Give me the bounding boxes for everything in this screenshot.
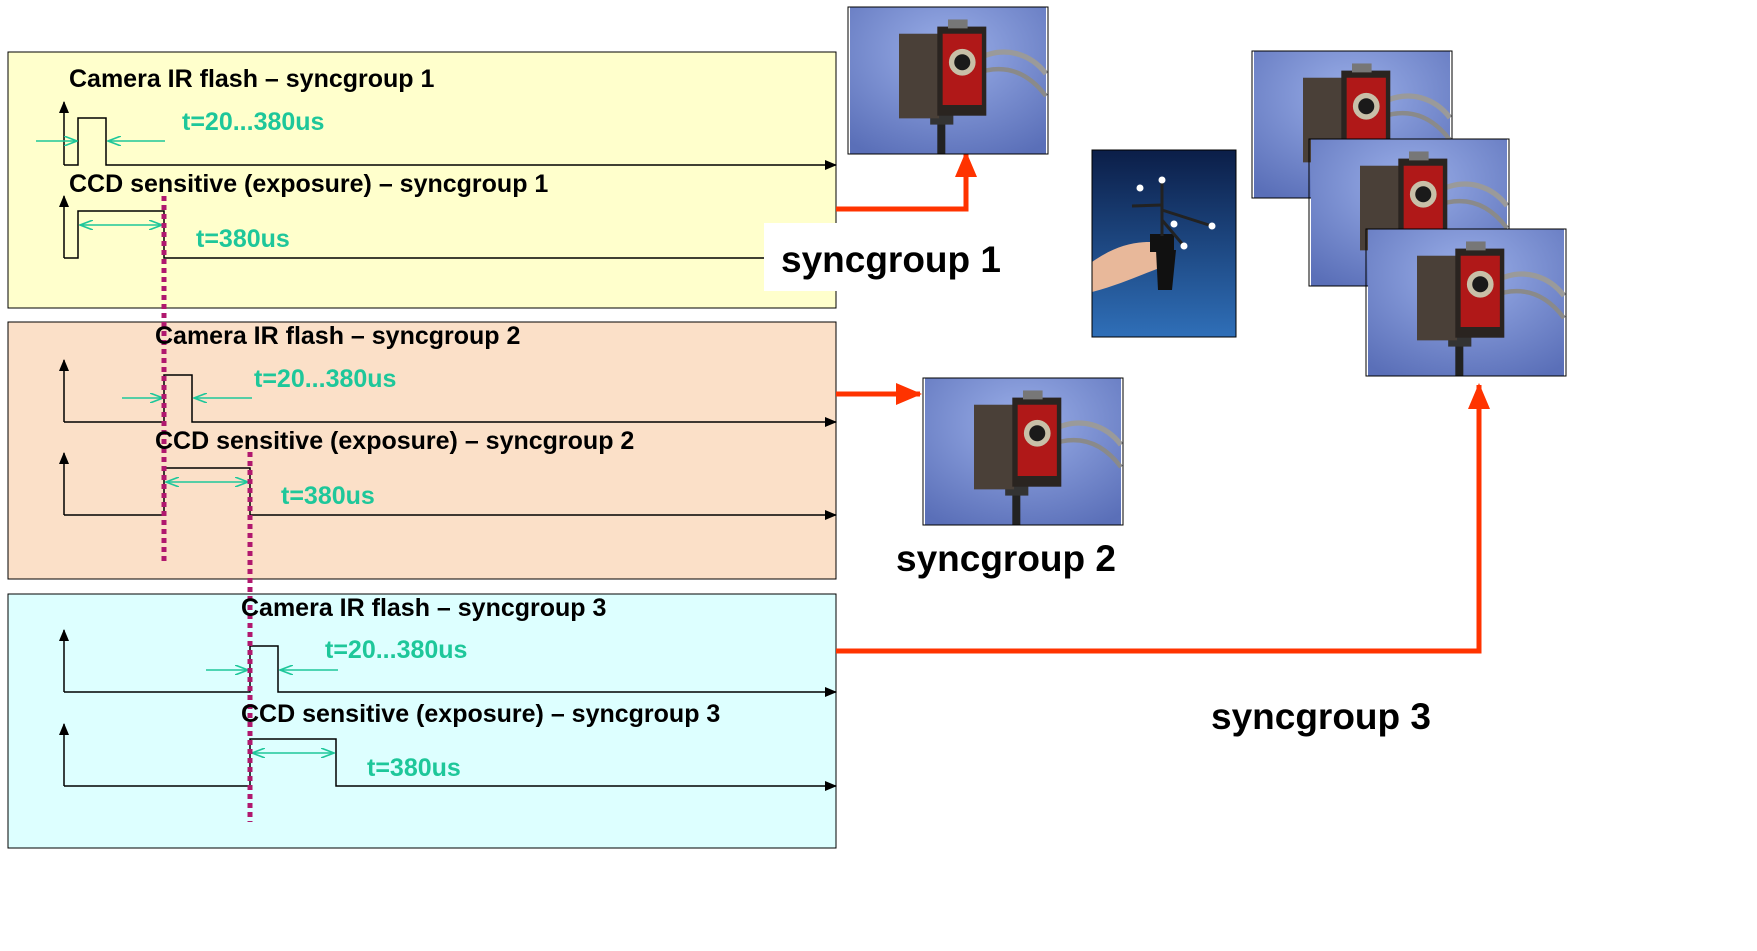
syncgroup-2-ccd-waveform — [59, 452, 837, 520]
syncgroup-3-ccd-waveform — [59, 723, 837, 791]
syncgroup-2-panel — [7, 321, 837, 580]
syncgroup-1-connector — [836, 151, 977, 212]
marker-wand-photo — [1091, 149, 1237, 338]
syncgroup-1-ccd-time: t=380us — [196, 225, 290, 253]
syncgroup-1-label: syncgroup 1 — [781, 239, 1001, 280]
syncgroup-2-flash-waveform — [59, 359, 837, 427]
syncgroup-2-flash-label: Camera IR flash – syncgroup 2 — [155, 322, 521, 350]
syncgroup-2-flash-time: t=20...380us — [254, 365, 397, 393]
syncgroup-2-label: syncgroup 2 — [896, 538, 1116, 579]
ir-camera-icon — [850, 7, 1046, 154]
syncgroup-1-ccd-waveform — [59, 195, 770, 259]
syncgroup-2-ccd-time: t=380us — [281, 482, 375, 510]
ir-camera-icon — [925, 378, 1121, 525]
syncgroup-3-connector — [836, 383, 1490, 654]
syncgroup-1-ccd-label: CCD sensitive (exposure) – syncgroup 1 — [69, 170, 549, 198]
syncgroup-2-ccd-label: CCD sensitive (exposure) – syncgroup 2 — [155, 427, 635, 455]
syncgroup-1-flash-label: Camera IR flash – syncgroup 1 — [69, 65, 435, 93]
syncgroup-3-flash-waveform — [59, 629, 837, 697]
hand-held-marker-wand-icon — [1092, 150, 1236, 337]
syncgroup-1-flash-time: t=20...380us — [182, 108, 325, 136]
syncgroup-3-flash-label: Camera IR flash – syncgroup 3 — [241, 594, 607, 622]
syncgroup-3-ccd-label: CCD sensitive (exposure) – syncgroup 3 — [241, 700, 721, 728]
syncgroup-2-camera-photo — [922, 377, 1124, 526]
syncgroup-3-ccd-time: t=380us — [367, 754, 461, 782]
syncgroup-1-panel — [7, 51, 837, 309]
syncgroup-1-camera-photo — [847, 6, 1049, 155]
syncgroup-3-camera-photo-stack — [1251, 50, 1567, 377]
syncgroup-3-label: syncgroup 3 — [1211, 696, 1431, 737]
syncgroup-1-flash-waveform — [36, 101, 837, 170]
ir-camera-icon — [1368, 229, 1564, 376]
syncgroup-3-flash-time: t=20...380us — [325, 636, 468, 664]
syncgroup-3-panel — [7, 593, 837, 849]
syncgroup-1-label-box — [764, 223, 1044, 291]
